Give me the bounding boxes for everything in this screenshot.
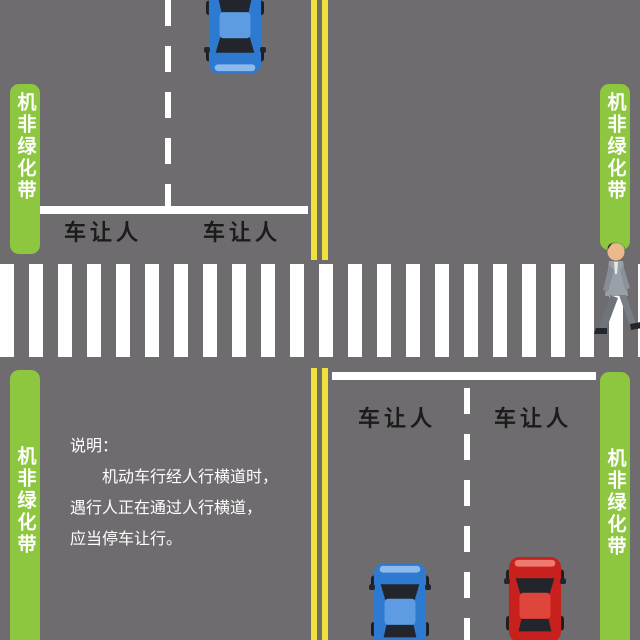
pedestrian-icon [594,242,640,334]
stop-line-bottom [332,372,596,380]
car-red-bottom [504,556,566,640]
yield-text: 车让人 [494,406,573,431]
yellow-line [311,368,317,640]
green-belt-label: 机非绿化带 [14,446,36,556]
green-belt-bottom-right: 机非绿化带 [600,372,630,640]
yellow-line [322,0,328,260]
double-yellow-line-bottom [311,368,328,640]
car-blue-top [204,0,266,75]
note-line: 机动车行经人行横道时， [102,469,279,486]
stop-line-top [40,206,308,214]
car-blue-bottom [369,562,431,640]
green-belt-label: 机非绿化带 [14,92,36,202]
car-icon [504,556,566,640]
yield-text: 车让人 [203,220,282,245]
green-belt-top-left: 机非绿化带 [10,84,40,254]
pedestrian [592,240,640,344]
crosswalk-zebra [0,264,640,357]
car-icon [369,562,431,640]
note-title: 说明： [70,438,119,455]
lane-divider-dashed-top [165,0,171,206]
lane-divider-dashed-bottom [464,388,470,640]
green-belt-label: 机非绿化带 [604,448,626,558]
yellow-line [322,368,328,640]
yield-text: 车让人 [64,220,143,245]
yield-text: 车让人 [358,406,437,431]
double-yellow-line-top [311,0,328,260]
note-line: 遇行人正在通过人行横道， [70,500,263,517]
green-belt-bottom-left: 机非绿化带 [10,370,40,640]
yellow-line [311,0,317,260]
note-line: 应当停车让行。 [70,531,183,548]
green-belt-label: 机非绿化带 [604,92,626,202]
car-icon [204,0,266,75]
green-belt-top-right: 机非绿化带 [600,84,630,250]
note-block: 说明： 机动车行经人行横道时， 遇行人正在通过人行横道， 应当停车让行。 [70,431,300,555]
